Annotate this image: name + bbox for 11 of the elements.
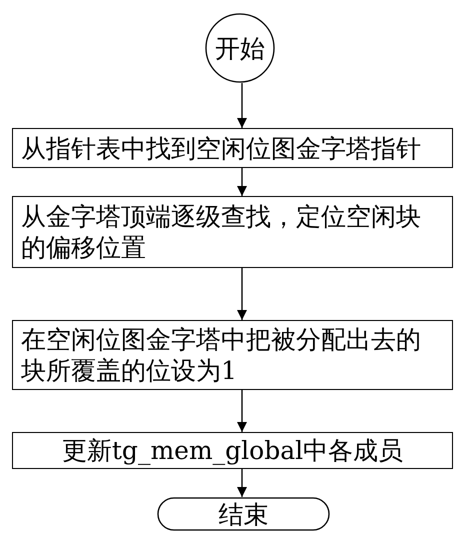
arrow [237, 390, 247, 432]
arrow [237, 168, 247, 196]
process-box: 从指针表中找到空闲位图金字塔指针 [12, 128, 453, 168]
start-circle: 开始 [205, 13, 275, 83]
process-box: 从金字塔顶端逐级查找，定位空闲块的偏移位置 [12, 196, 453, 268]
arrow [237, 83, 247, 128]
process-box: 在空闲位图金字塔中把被分配出去的块所覆盖的位设为1 [12, 320, 453, 390]
end-terminator: 结束 [157, 497, 330, 531]
process-box: 更新tg_mem_global中各成员 [12, 432, 453, 469]
arrow [237, 268, 247, 320]
arrow [237, 469, 247, 497]
